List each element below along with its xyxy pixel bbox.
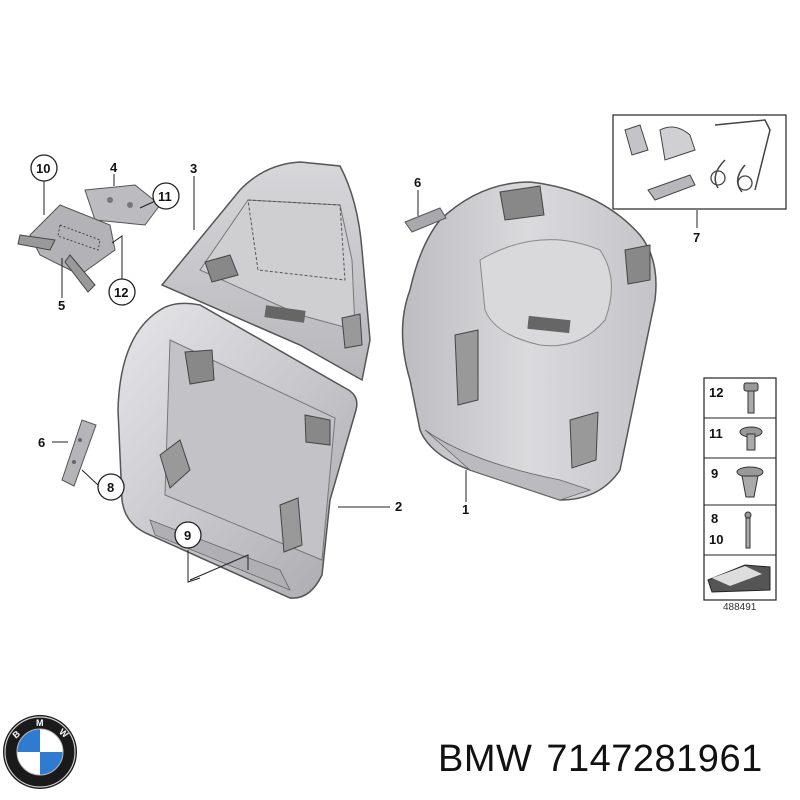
bolt-icon [743,382,759,414]
brand-name: BMW [438,738,533,780]
callout-9: 9 [184,528,191,543]
hardware-legend: 12 11 9 8 10 488491 [703,377,777,613]
callout-2: 2 [395,499,402,514]
legend-label-12: 12 [709,385,723,400]
part-3-upper-panel [160,161,371,382]
legend-label-9: 9 [711,466,718,481]
leader-lines [43,174,698,583]
callout-5: 5 [58,298,65,313]
part-5-hinge-bracket [17,204,116,293]
part-number: 7147281961 [546,738,763,780]
screw-icon [739,426,763,451]
diagram-reference-number: 488491 [723,602,757,613]
expanding-rivet-icon [736,466,764,498]
clip-pin-icon [744,511,752,549]
callout-11: 11 [158,189,172,204]
callout-circles [30,154,202,549]
callout-10: 10 [36,161,50,176]
legend-label-11: 11 [709,426,723,441]
part-4-bracket [84,184,161,226]
part-2-backrest-shell [117,302,358,599]
svg-text:B: B [11,728,23,740]
callout-4: 4 [110,160,118,175]
lubricant-wedge-icon [707,564,771,593]
callout-7: 7 [693,230,700,245]
callout-1: 1 [462,502,469,517]
callout-6-top: 6 [414,175,421,190]
bmw-roundel-icon: B M W [3,715,77,789]
legend-label-8: 8 [711,511,718,526]
callout-6-left: 6 [38,435,45,450]
inset-box-part-7 [612,114,787,210]
legend-label-10: 10 [709,532,723,547]
part-6-connector-top [404,207,447,233]
svg-text:M: M [36,718,44,728]
callout-3: 3 [190,161,197,176]
part-6-clip-left [61,419,97,487]
product-title: BMW 7147281961 [438,738,777,781]
callout-8: 8 [107,480,114,495]
part-1-backrest-assembly [401,181,657,501]
callout-12: 12 [114,285,128,300]
